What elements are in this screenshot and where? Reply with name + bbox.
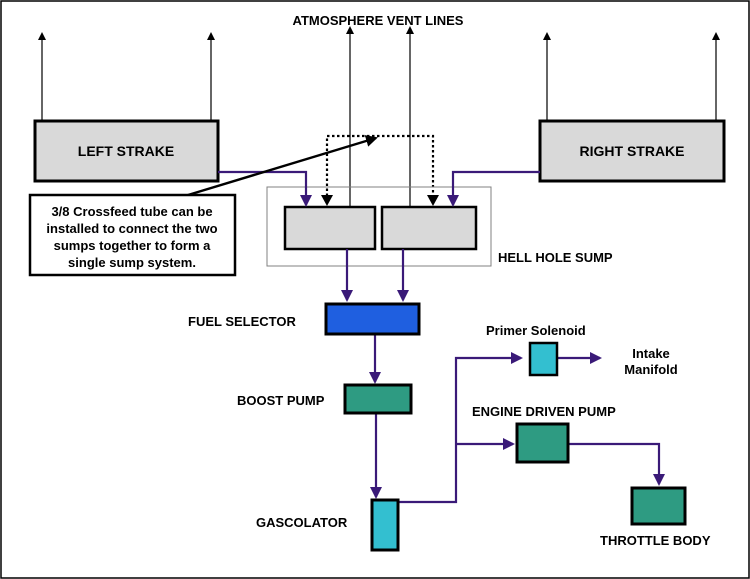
- hell-hole-sump-label: HELL HOLE SUMP: [498, 250, 613, 265]
- left-strake-tank: [33, 119, 220, 183]
- primer-solenoid-label: Primer Solenoid: [486, 323, 586, 338]
- crossfeed-note-line1: 3/8 Crossfeed tube can be: [51, 204, 212, 219]
- crossfeed-note-line4: single sump system.: [68, 255, 196, 270]
- engine-driven-pump: [515, 422, 570, 464]
- callout-pointer: [187, 135, 378, 197]
- vent-lines: [38, 26, 720, 207]
- left-sump: [283, 205, 377, 251]
- engine-driven-pump-label: ENGINE DRIVEN PUMP: [472, 404, 616, 419]
- intake-manifold-label-line2: Manifold: [624, 362, 677, 377]
- crossfeed-note-line2: installed to connect the two: [46, 221, 217, 236]
- primer-solenoid: [528, 341, 559, 377]
- crossfeed-note-line3: sumps together to form a: [54, 238, 212, 253]
- boost-pump-label: BOOST PUMP: [237, 393, 325, 408]
- crossfeed-arrow-right: [427, 195, 439, 206]
- gascolator-label: GASCOLATOR: [256, 515, 348, 530]
- fuel-selector: [324, 302, 421, 336]
- throttle-body-label: THROTTLE BODY: [600, 533, 711, 548]
- hell-hole-sump-outline: [266, 186, 492, 267]
- throttle-body: [630, 486, 687, 526]
- crossfeed-arrow-left: [321, 195, 333, 206]
- right-strake-label: RIGHT STRAKE: [580, 143, 685, 159]
- right-sump: [380, 205, 478, 251]
- left-strake-label: LEFT STRAKE: [78, 143, 174, 159]
- boost-pump: [343, 383, 413, 415]
- fuel-selector-label: FUEL SELECTOR: [188, 314, 296, 329]
- right-strake-tank: [538, 119, 726, 183]
- crossfeed-note-box: [28, 193, 237, 277]
- gascolator: [370, 498, 400, 552]
- vent-lines-label: ATMOSPHERE VENT LINES: [293, 13, 464, 28]
- fuel-lines: [218, 170, 665, 504]
- intake-manifold-label-line1: Intake: [632, 346, 670, 361]
- crossfeed-tube: [325, 134, 435, 201]
